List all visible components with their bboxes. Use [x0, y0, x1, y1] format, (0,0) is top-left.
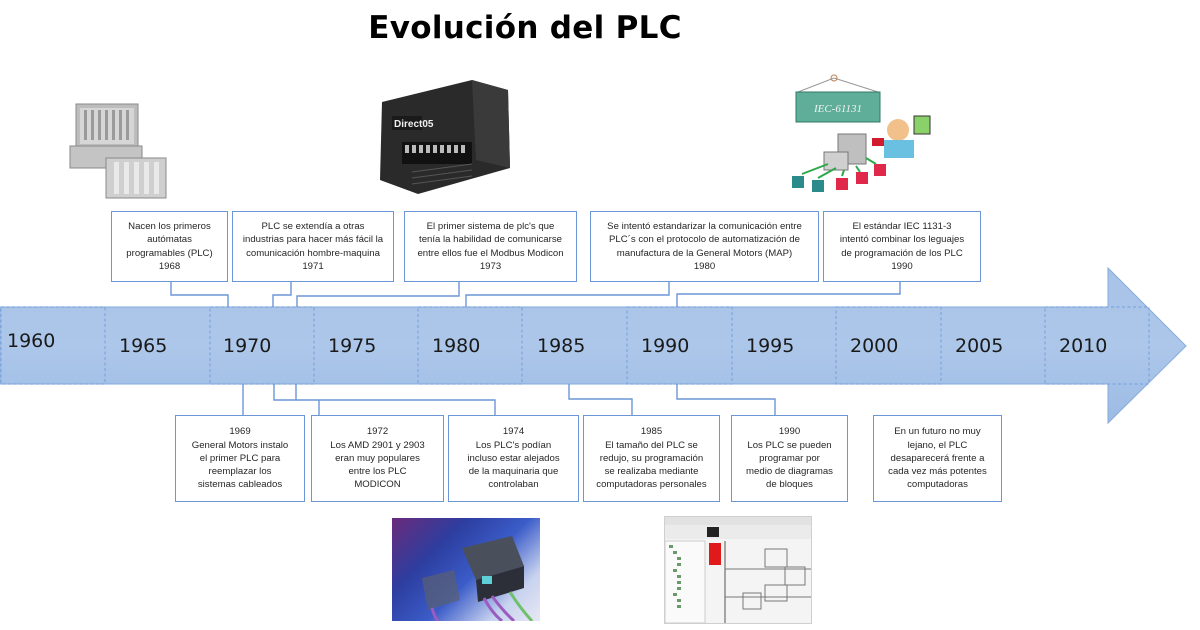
year-label-1985: 1985 [537, 335, 586, 357]
title-text: Evolución del PLC [368, 10, 682, 46]
event-box-1973: El primer sistema de plc's que tenía la … [404, 211, 577, 282]
timeline-arrow [0, 266, 1187, 425]
connector-lines [170, 282, 901, 415]
plc-software-image [664, 516, 812, 624]
year-label-1970: 1970 [223, 335, 272, 357]
year-label-2005: 2005 [955, 335, 1004, 357]
year-label-1980: 1980 [432, 335, 481, 357]
year-label-1990: 1990 [641, 335, 690, 357]
page-title: Evolución del PLC [0, 10, 1050, 46]
year-label-2010: 2010 [1059, 335, 1108, 357]
svg-text:Direct05: Direct05 [394, 119, 434, 130]
year-label-2000: 2000 [850, 335, 899, 357]
event-box-1972: 1972 Los AMD 2901 y 2903 eran muy popula… [311, 415, 444, 502]
year-segment-dividers [0, 306, 1150, 385]
year-label-1975: 1975 [328, 335, 377, 357]
event-box-future: En un futuro no muy lejano, el PLC desap… [873, 415, 1002, 502]
event-box-1971: PLC se extendía a otras industrias para … [232, 211, 394, 282]
networked-plc-image [392, 518, 540, 621]
direct05-plc-image: Direct05 [372, 72, 518, 202]
early-plc-rack-image [64, 96, 168, 200]
iec-sign-text: IEC-61131 [813, 103, 862, 115]
event-box-1990-blocks: 1990 Los PLC se pueden programar por med… [731, 415, 848, 502]
event-box-1969: 1969 General Motors instalo el primer PL… [175, 415, 305, 502]
event-box-1990-standard: El estándar IEC 1131-3 intentó combinar … [823, 211, 981, 282]
year-label-1995: 1995 [746, 335, 795, 357]
year-label-1960: 1960 [7, 330, 56, 352]
year-label-1965: 1965 [119, 335, 168, 357]
event-box-1968: Nacen los primeros autómatas programable… [111, 211, 228, 282]
event-box-1985: 1985 El tamaño del PLC se redujo, su pro… [583, 415, 720, 502]
event-box-1980: Se intentó estandarizar la comunicación … [590, 211, 819, 282]
event-box-1974: 1974 Los PLC's podían incluso estar alej… [448, 415, 579, 502]
iec-61131-image: IEC-61131 [788, 72, 934, 198]
